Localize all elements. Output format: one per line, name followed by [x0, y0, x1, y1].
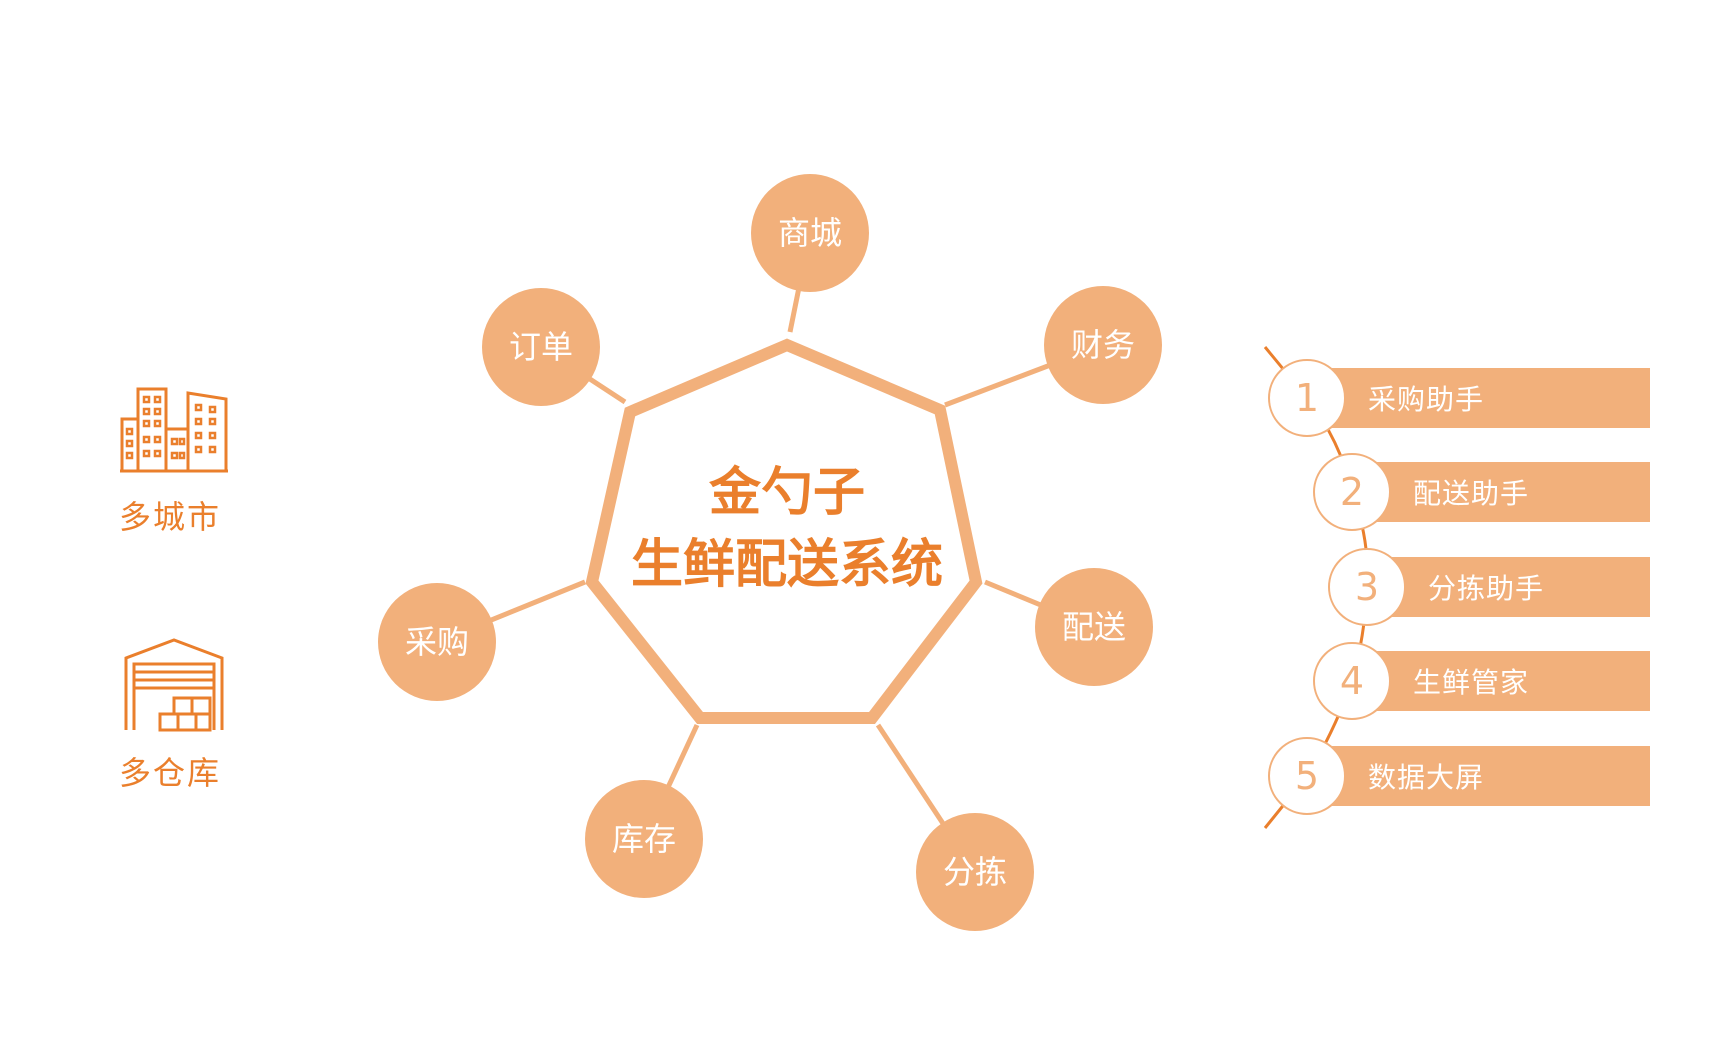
module-node-label: 订单: [509, 328, 573, 366]
buildings-icon: [120, 387, 228, 473]
multi-city-label: 多城市: [118, 498, 221, 536]
hub-title-line2: 生鲜配送系统: [631, 535, 943, 595]
step-label: 生鲜管家: [1413, 666, 1530, 699]
module-node-5: [585, 780, 703, 898]
module-node-label: 财务: [1071, 326, 1135, 364]
step-bar-5: 数据大屏: [1320, 746, 1650, 806]
module-node-label: 商城: [778, 214, 842, 252]
step-label: 数据大屏: [1368, 761, 1485, 794]
warehouse-icon: [124, 638, 224, 732]
module-node-7: [482, 288, 600, 406]
hub-heptagon: [585, 338, 983, 724]
step-bar-1: 采购助手: [1320, 368, 1650, 428]
module-node-3: [1035, 568, 1153, 686]
step-number-badge: 3: [1328, 548, 1406, 626]
module-node-label: 采购: [405, 623, 469, 661]
step-bar-3: 分拣助手: [1380, 557, 1650, 617]
step-label: 配送助手: [1413, 477, 1530, 510]
module-node-6: [378, 583, 496, 701]
step-number-badge: 5: [1268, 737, 1346, 815]
module-node-label: 库存: [612, 820, 676, 858]
step-bar-2: 配送助手: [1365, 462, 1650, 522]
module-node-1: [751, 174, 869, 292]
step-label: 分拣助手: [1428, 572, 1545, 605]
step-number-badge: 2: [1313, 453, 1391, 531]
module-node-label: 配送: [1062, 608, 1126, 646]
step-label: 采购助手: [1368, 383, 1485, 416]
step-number-badge: 4: [1313, 642, 1391, 720]
module-node-4: [916, 813, 1034, 931]
module-node-2: [1044, 286, 1162, 404]
step-bar-4: 生鲜管家: [1365, 651, 1650, 711]
multi-warehouse-label: 多仓库: [118, 754, 221, 792]
step-number-badge: 1: [1268, 359, 1346, 437]
hub-title-line1: 金勺子: [708, 463, 865, 523]
module-node-label: 分拣: [943, 853, 1007, 891]
